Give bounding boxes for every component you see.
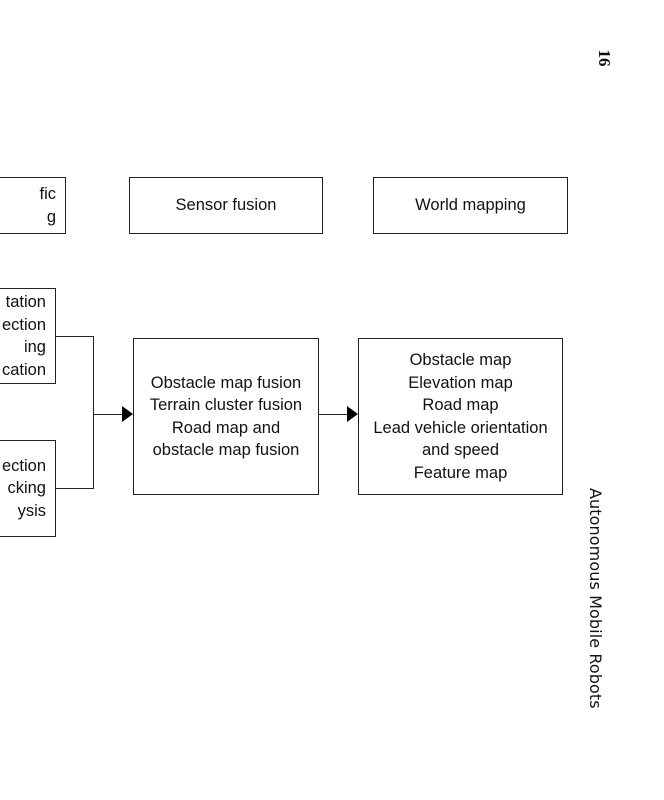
left-box-1-line: tation (5, 293, 46, 311)
connector-fusion-to-mapping (318, 414, 348, 415)
left-box-1-line: cation (1, 360, 46, 379)
running-head: Autonomous Mobile Robots (586, 488, 605, 709)
header-box-world-mapping: World mapping (373, 177, 568, 234)
header-world-mapping-label: World mapping (415, 196, 526, 215)
mapping-box-line: Road map (422, 396, 499, 414)
mapping-box-line: Elevation map (408, 373, 513, 392)
left-box-1-line: ection (1, 315, 46, 334)
mapping-box-line: Feature map (413, 463, 508, 482)
page-number: 16 (595, 49, 614, 67)
connector-left-box-1 (55, 336, 93, 337)
fusion-box-line: Terrain cluster fusion (149, 396, 303, 414)
left-box-1-line: ing (23, 338, 46, 356)
connector-to-fusion (93, 414, 123, 415)
connector-left-box-2 (55, 488, 93, 489)
arrow-head-icon (347, 406, 358, 422)
mapping-box-line: and speed (421, 441, 500, 459)
fusion-box-line: Obstacle map fusion (150, 373, 302, 392)
fusion-box: Obstacle map fusion Terrain cluster fusi… (133, 338, 319, 495)
header-box-sensor-fusion: Sensor fusion (129, 177, 323, 234)
left-box-2-line: ysis (17, 501, 46, 520)
left-box-2-line: cking (7, 479, 46, 498)
fusion-box-line: obstacle map fusion (152, 441, 300, 459)
fusion-box-line: Road map and (171, 418, 281, 437)
mapping-box-line: Obstacle map (409, 351, 512, 369)
header-box-cut-off: fic g (0, 177, 66, 234)
left-box-1: tation ection ing cation (0, 288, 56, 384)
left-box-2-line: ection (1, 456, 46, 475)
header-sensor-fusion-label: Sensor fusion (175, 196, 277, 215)
header-cut-off-line: fic (39, 185, 57, 203)
left-box-2: ection cking ysis (0, 440, 56, 537)
connector-merge-vertical (93, 336, 94, 489)
arrow-head-icon (122, 406, 133, 422)
mapping-box: Obstacle map Elevation map Road map Lead… (358, 338, 563, 495)
header-cut-off-line: g (46, 207, 56, 226)
mapping-box-line: Lead vehicle orientation (373, 418, 548, 437)
